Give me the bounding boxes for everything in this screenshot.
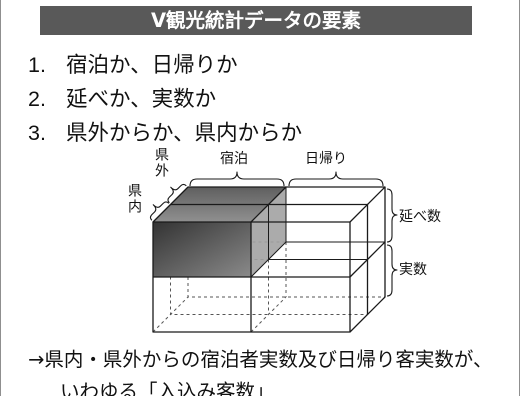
cube-diagram	[149, 171, 398, 333]
shaded-faces	[153, 187, 286, 277]
list-number: 1.	[28, 53, 46, 77]
list-number: 2.	[28, 87, 46, 111]
list-item-1: 1. 宿泊か、日帰りか	[28, 52, 468, 86]
slide-title: Ⅴ観光統計データの要素	[150, 9, 362, 32]
label-overnight: 宿泊	[220, 151, 248, 167]
title-bar: Ⅴ観光統計データの要素	[40, 6, 472, 35]
list-item-2: 2. 延べか、実数か	[28, 86, 468, 120]
day-trip-brace	[288, 171, 384, 187]
conclusion-line-2: いわゆる「入込み客数」	[60, 380, 275, 396]
list-number: 3.	[28, 121, 46, 145]
actual-brace	[386, 244, 398, 297]
list-text: 宿泊か、日帰りか	[66, 53, 238, 78]
overnight-brace	[189, 171, 285, 187]
list-text: 県外からか、県内からか	[66, 121, 303, 146]
cumulative-brace	[386, 188, 398, 243]
label-cumulative: 延べ数	[399, 209, 441, 225]
overnight-inside-cumulative-front-face	[153, 222, 251, 277]
inside-prefecture-brace	[149, 201, 170, 221]
list-item-3: 3. 県外からか、県内からか	[28, 120, 468, 154]
inner-edges	[250, 187, 385, 278]
inner-mid-height-depth-edge	[250, 241, 287, 278]
outside-prefecture-brace	[167, 183, 187, 204]
label-inside-prefecture: 県内	[126, 183, 142, 215]
right-face-outline	[349, 187, 386, 333]
braces	[149, 171, 398, 297]
label-day-trip: 日帰り	[305, 151, 347, 167]
inner-back-mid-edges	[285, 187, 385, 243]
numbered-list: 1. 宿泊か、日帰りか 2. 延べか、実数か 3. 県外からか、県内からか	[28, 52, 468, 154]
conclusion-line-1: →県内・県外からの宿泊者実数及び日帰り客実数が、	[28, 348, 493, 371]
label-outside-prefecture: 県外	[153, 147, 169, 179]
label-actual: 実数	[399, 262, 427, 278]
list-text: 延べか、実数か	[66, 87, 217, 112]
